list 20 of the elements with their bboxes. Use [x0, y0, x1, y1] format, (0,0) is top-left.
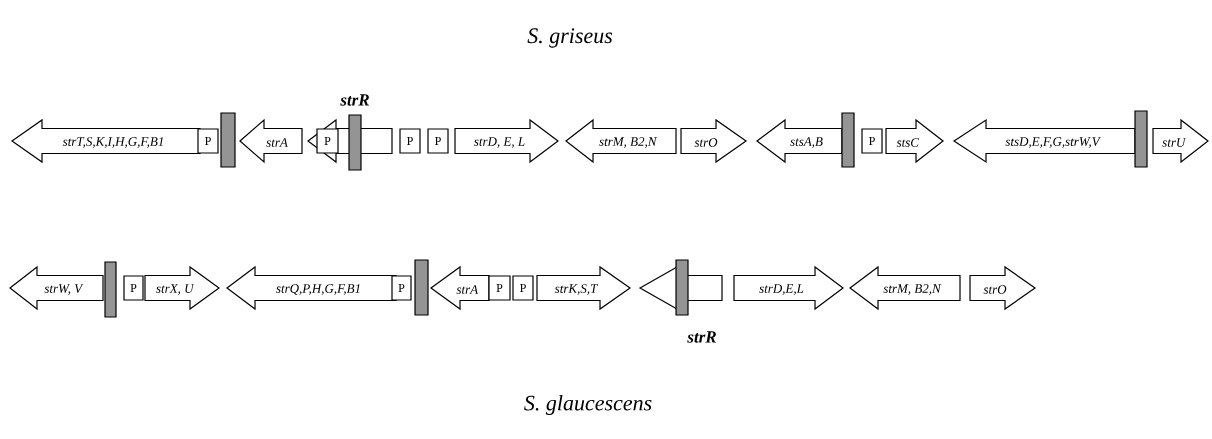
bar-marker: [348, 114, 362, 171]
promoter-box: P: [123, 275, 144, 301]
bar-marker: [220, 112, 236, 168]
promoter-box: P: [399, 128, 421, 154]
caption: S. glaucescens: [524, 395, 652, 415]
promoter-box: P: [488, 275, 511, 301]
promoter-box: P: [197, 128, 219, 154]
bar-marker: [841, 112, 855, 168]
gene-label: strR: [687, 331, 716, 343]
bar-marker: [104, 261, 117, 318]
bar-marker: [414, 259, 429, 316]
promoter-box: P: [512, 275, 534, 301]
bar-marker: [1134, 110, 1148, 168]
promoter-box: P: [861, 128, 883, 154]
title: S. griseus: [527, 28, 613, 48]
bar-marker: [675, 259, 689, 316]
promoter-box: P: [391, 275, 412, 301]
promoter-box: P: [427, 128, 449, 154]
promoter-box: P: [316, 128, 339, 154]
gene-label: strR: [340, 94, 369, 106]
